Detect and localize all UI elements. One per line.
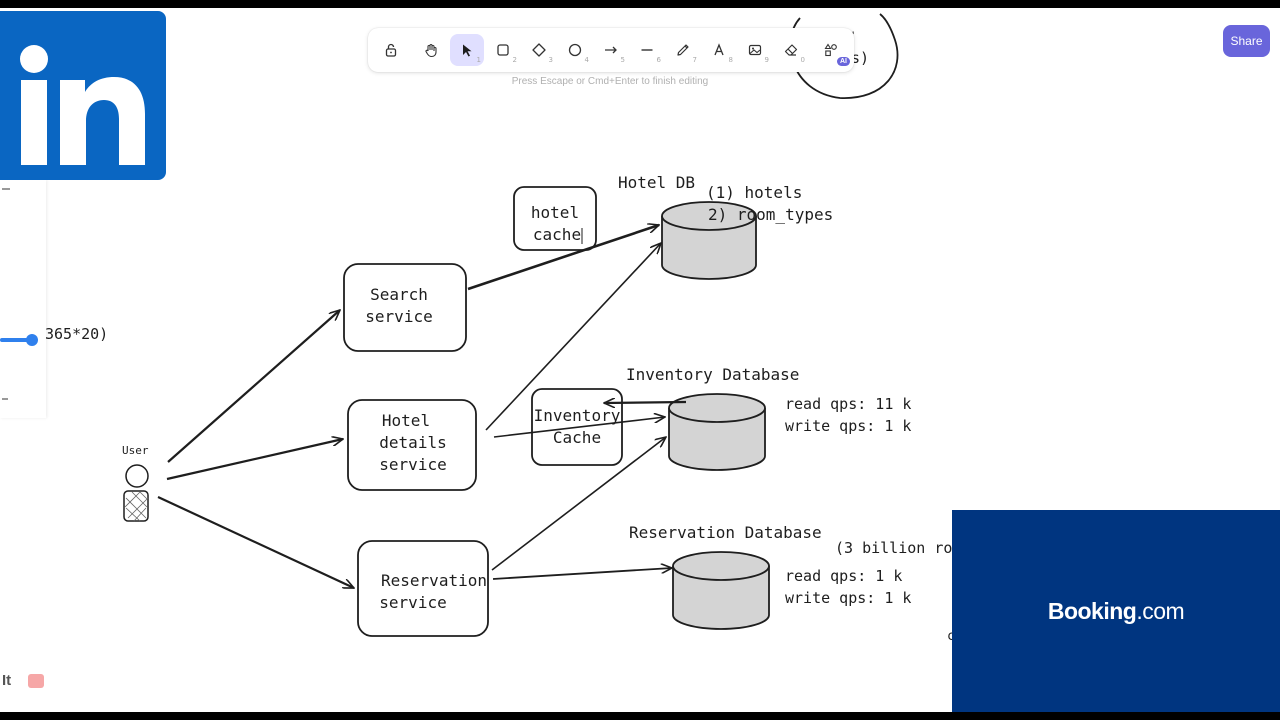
draw-shortcut: 7	[692, 56, 697, 64]
reservation-read-qps: read qps: 1 k	[785, 567, 902, 585]
hotel-db-cylinder[interactable]	[661, 201, 757, 280]
ellipse-icon[interactable]: 4	[558, 34, 592, 66]
properties-panel[interactable]	[0, 180, 46, 418]
hotel-cache-box[interactable]: hotel cache	[513, 186, 597, 251]
booking-logo-suffix: .com	[1136, 597, 1185, 624]
hotel-details-label-1: Hotel	[382, 411, 430, 430]
line-shortcut: 6	[656, 56, 661, 64]
line-icon[interactable]: 6	[630, 34, 664, 66]
search-service-label-1: Search	[370, 285, 428, 304]
reservation-service-label-1: Reservation	[381, 571, 487, 590]
diamond-shortcut: 3	[548, 56, 553, 64]
hotel-details-service-box[interactable]: Hotel details service	[347, 399, 477, 491]
ai-badge: AI	[837, 57, 850, 66]
search-service-box[interactable]: Search service	[343, 263, 467, 352]
inventory-db-cylinder[interactable]	[668, 393, 766, 471]
hotel-cache-label-1: hotel	[531, 203, 579, 222]
arrow-shortcut: 5	[620, 56, 625, 64]
text-shortcut: 8	[728, 56, 733, 64]
opacity-slider-track[interactable]	[0, 338, 32, 342]
selection-arrow-icon[interactable]: 1	[450, 34, 484, 66]
hotel-db-table-1: (1) hotels	[706, 183, 802, 202]
eraser-icon[interactable]: 0	[774, 34, 808, 66]
reservation-rows-note: (3 billion rows	[835, 539, 970, 557]
eraser-shortcut: 0	[800, 56, 805, 64]
partial-control-text: It	[2, 672, 12, 689]
hotel-cache-label-2: cache	[533, 225, 581, 244]
hotel-db-title: Hotel DB	[618, 173, 695, 192]
reservation-service-box[interactable]: Reservation service	[357, 540, 489, 637]
share-button[interactable]: Share	[1223, 25, 1270, 57]
linkedin-in-icon	[20, 45, 145, 165]
connector-arrows[interactable]	[157, 225, 687, 589]
inventory-cache-label-2: Cache	[553, 428, 601, 447]
hand-icon[interactable]	[414, 34, 448, 66]
red-swatch-icon[interactable]	[28, 674, 44, 688]
linkedin-logo	[0, 11, 166, 180]
arrow-icon[interactable]: 5	[594, 34, 628, 66]
shapes-library-icon[interactable]: AI	[814, 34, 850, 66]
hotel-db-table-2: 2) room_types	[708, 205, 833, 224]
booking-logo-overlay: Booking.com	[952, 510, 1280, 712]
ellipse-shortcut: 4	[584, 56, 589, 64]
diamond-icon[interactable]: 3	[522, 34, 556, 66]
panel-mark-2	[2, 398, 8, 400]
image-icon[interactable]: 9	[738, 34, 772, 66]
bottom-left-controls: It	[0, 668, 56, 694]
partial-formula-text: 365*20)	[45, 325, 108, 343]
image-shortcut: 9	[764, 56, 769, 64]
selection-shortcut: 1	[476, 56, 481, 64]
user-actor[interactable]: User	[122, 444, 149, 522]
hotel-details-label-2: details	[379, 433, 446, 452]
rectangle-icon[interactable]: 2	[486, 34, 520, 66]
inventory-db-title: Inventory Database	[626, 365, 799, 384]
inventory-cache-label-1: Inventory	[534, 406, 621, 425]
architecture-diagram: es) ' User Search service Hotel details …	[45, 13, 970, 644]
search-service-label-2: service	[365, 307, 432, 326]
reservation-write-qps: write qps: 1 k	[785, 589, 911, 607]
editing-hint: Press Escape or Cmd+Enter to finish edit…	[511, 76, 709, 87]
text-icon[interactable]: 8	[702, 34, 736, 66]
rectangle-shortcut: 2	[512, 56, 517, 64]
inventory-read-qps: read qps: 11 k	[785, 395, 911, 413]
opacity-slider-thumb[interactable]	[26, 334, 38, 346]
partial-right-edge-text: c	[947, 629, 955, 644]
reservation-service-label-2: service	[379, 593, 446, 612]
booking-logo: Booking.com	[1047, 597, 1185, 625]
pencil-icon[interactable]: 7	[666, 34, 700, 66]
reservation-db-title: Reservation Database	[629, 523, 822, 542]
drawing-toolbar: 1 2 3 4 5 6 7 8	[368, 28, 854, 72]
inventory-write-qps: write qps: 1 k	[785, 417, 911, 435]
lock-icon[interactable]	[374, 34, 408, 66]
user-label: User	[122, 444, 149, 457]
reservation-db-cylinder[interactable]	[672, 551, 770, 630]
panel-mark-1	[2, 188, 10, 190]
whiteboard-canvas[interactable]: es) ' User Search service Hotel details …	[0, 8, 1280, 712]
booking-logo-text: Booking	[1047, 597, 1137, 624]
hotel-details-label-3: service	[379, 455, 446, 474]
